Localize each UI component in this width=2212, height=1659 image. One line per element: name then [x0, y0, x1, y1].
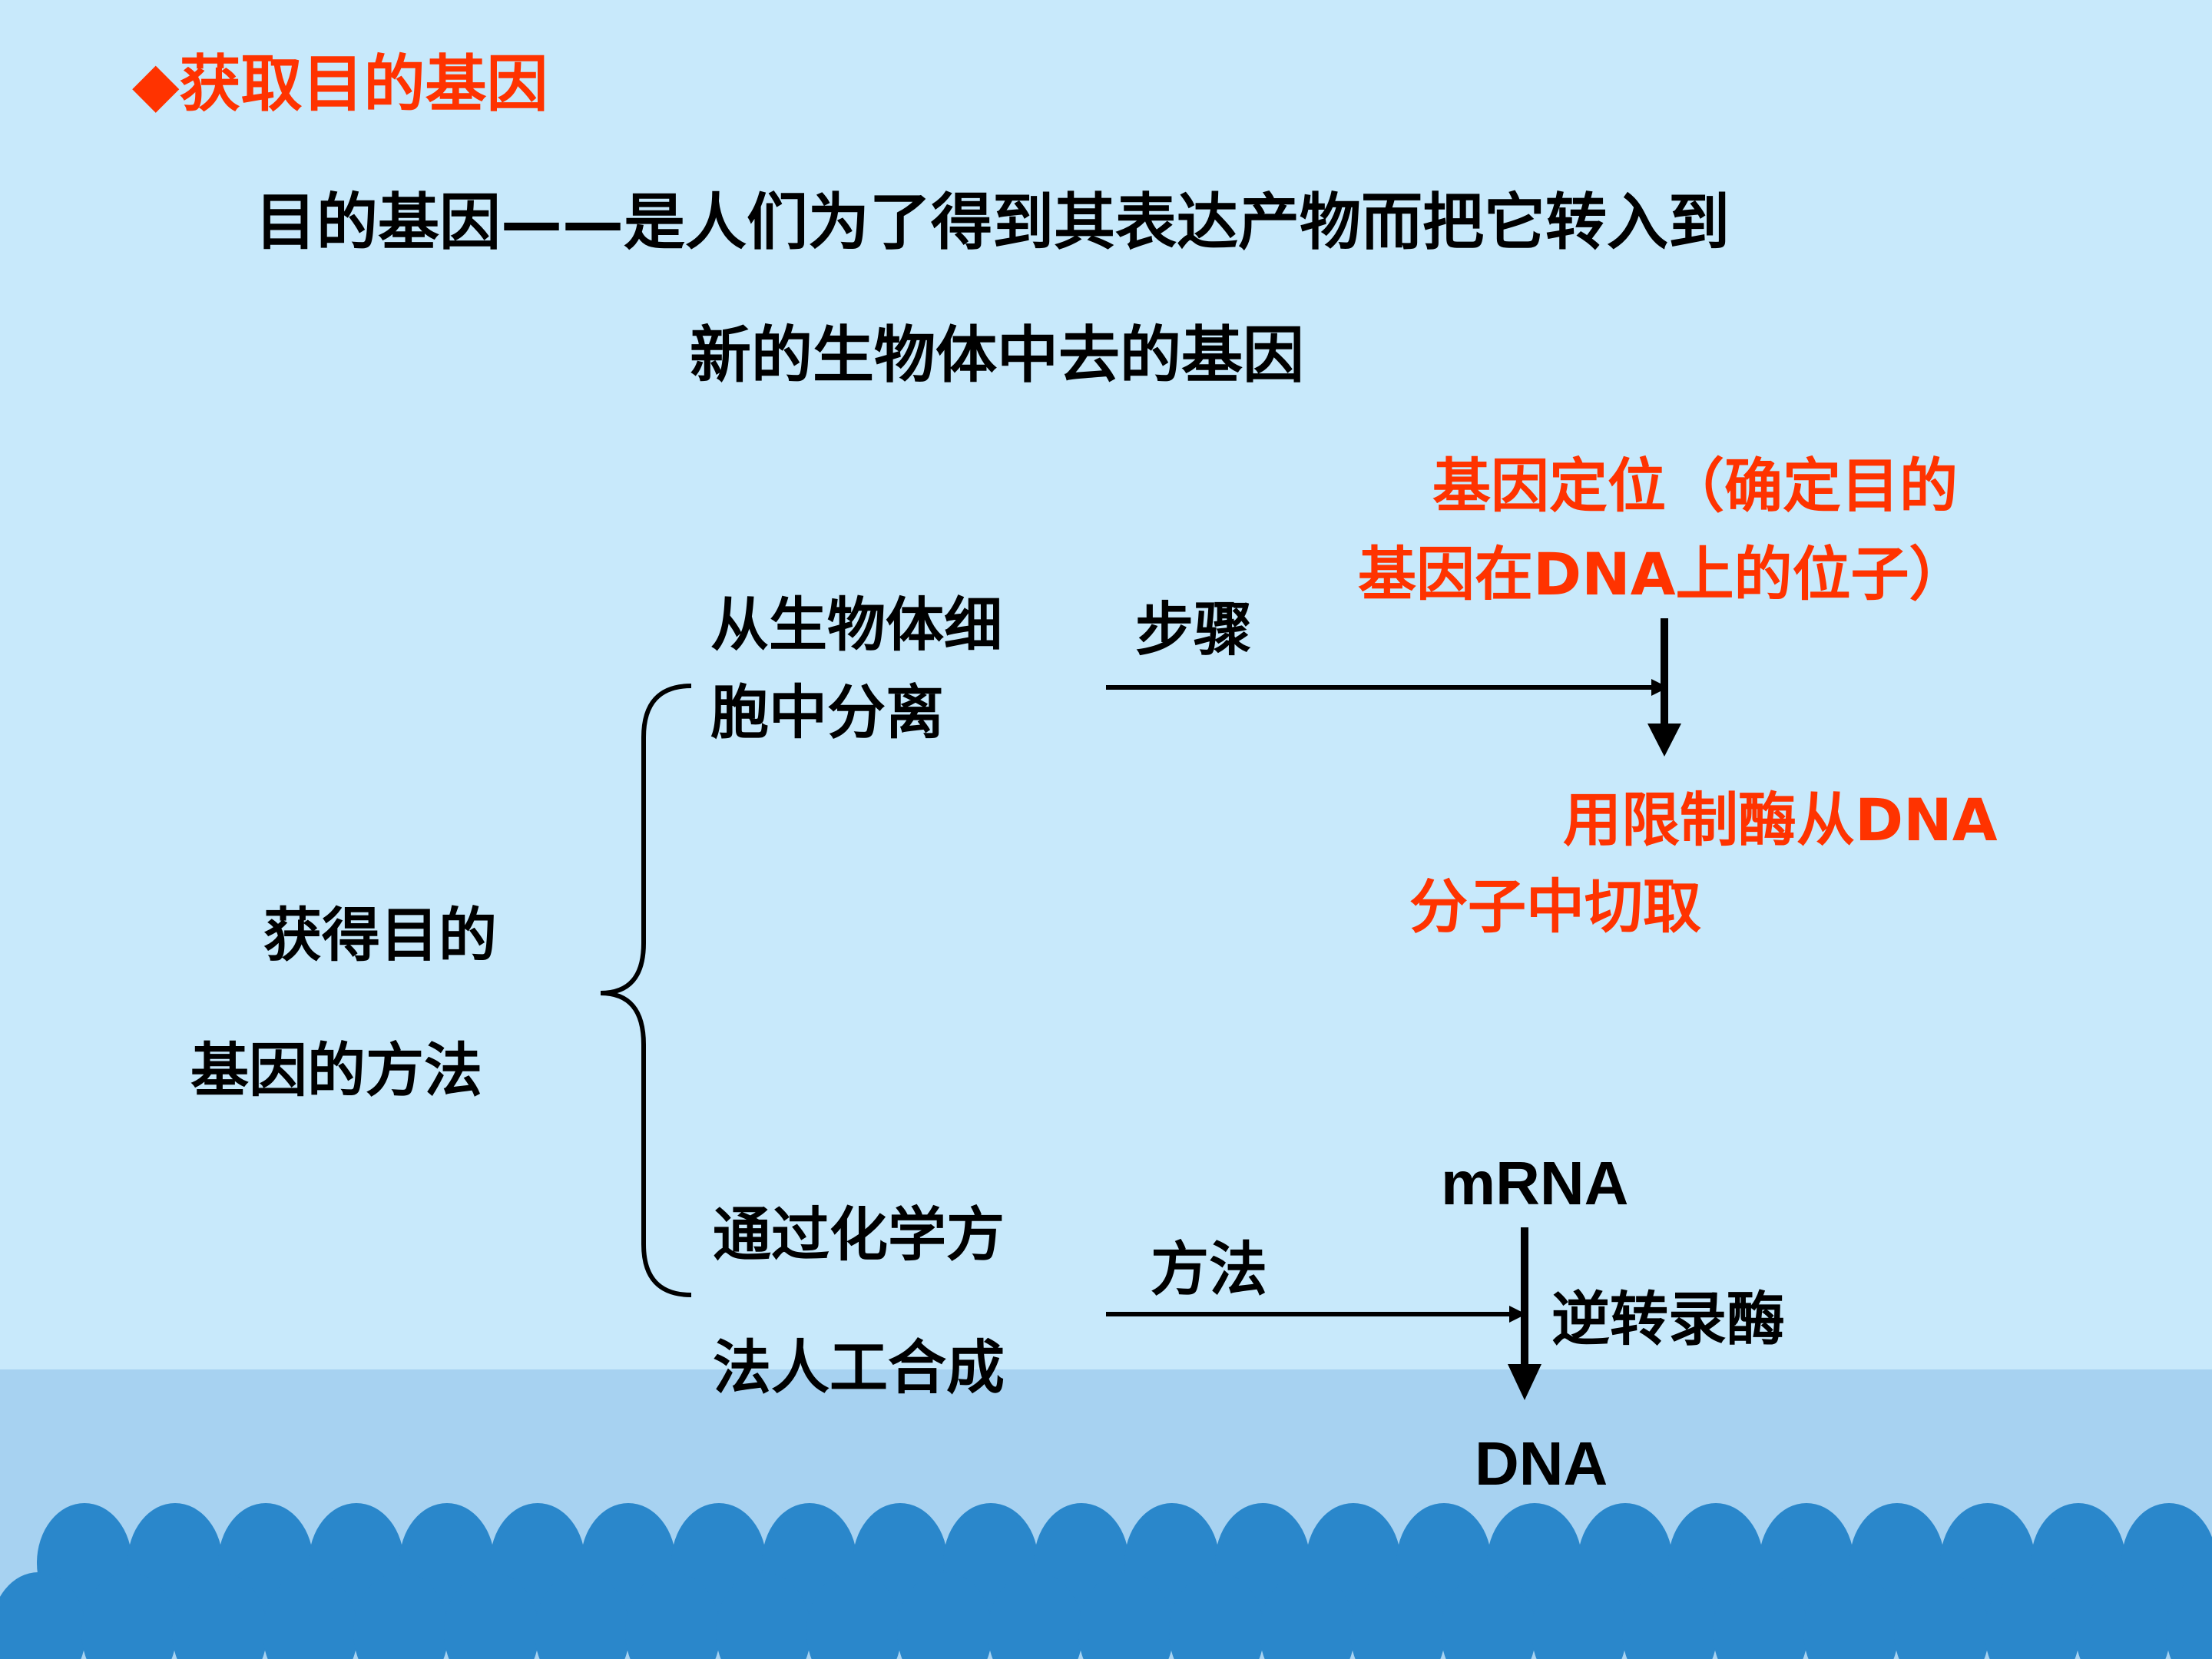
diamond-bullet-icon: ◆ — [132, 48, 180, 120]
wave-bump — [535, 1572, 630, 1659]
wave-bump — [806, 1572, 902, 1659]
wave-bump — [1078, 1572, 1174, 1659]
wave-bump — [1803, 1572, 1899, 1659]
wave-bump — [172, 1572, 267, 1659]
wave-bump — [81, 1572, 177, 1659]
wave-bump — [1894, 1572, 1989, 1659]
wave-bump — [1622, 1572, 1717, 1659]
branch2-arrow-head — [1509, 1306, 1526, 1323]
root-label-line-1: 获得目的 — [263, 901, 497, 969]
wave-bump — [897, 1572, 992, 1659]
wave-bump — [1260, 1572, 1355, 1659]
reverse-transcriptase-label: 逆转录酶 — [1551, 1285, 1785, 1353]
wave-bump — [1713, 1572, 1808, 1659]
section-heading: ◆获取目的基因 — [132, 46, 548, 123]
step1-text-line-2: 基因在DNA上的位子） — [1358, 540, 1968, 608]
wave-bump — [2075, 1572, 2171, 1659]
step1-text-line-1: 基因定位（确定目的 — [1432, 452, 1958, 520]
wave-bump — [625, 1572, 720, 1659]
branch1-label-line-1: 从生物体细 — [710, 591, 1002, 659]
step2-text-line-2: 分子中切取 — [1409, 873, 1701, 941]
dna-label: DNA — [1475, 1429, 1608, 1498]
section-title: 获取目的基因 — [179, 48, 548, 120]
branch1-arrow-head — [1651, 679, 1668, 696]
branch1-label-line-2: 胞中分离 — [710, 678, 944, 747]
step-down-arrow-head — [1647, 724, 1681, 757]
wave-bump — [1985, 1572, 2080, 1659]
wave-bump — [2166, 1572, 2212, 1659]
branch1-arrow-label: 步骤 — [1135, 595, 1252, 664]
mrna-dna-arrow-head — [1508, 1364, 1541, 1400]
wave-bump — [1441, 1572, 1536, 1659]
wave-bump — [1169, 1572, 1264, 1659]
step2-text-line-1: 用限制酶从DNA — [1563, 786, 1998, 854]
wave-bump — [444, 1572, 539, 1659]
wave-bump — [716, 1572, 811, 1659]
definition-line-2: 新的生物体中去的基因 — [690, 320, 1304, 391]
wave-bump — [263, 1572, 358, 1659]
branch2-arrow-label: 方法 — [1151, 1235, 1267, 1303]
mrna-label: mRNA — [1441, 1149, 1629, 1217]
branch2-label-line-2: 法人工合成 — [713, 1333, 1005, 1402]
wave-bump — [1350, 1572, 1445, 1659]
wave-bump — [1532, 1572, 1627, 1659]
wave-bump — [353, 1572, 449, 1659]
wave-bump — [988, 1572, 1083, 1659]
wave-bump — [0, 1572, 86, 1659]
branch2-label-line-1: 通过化学方 — [713, 1200, 1005, 1269]
definition-line-1: 目的基因——是人们为了得到其表达产物而把它转入到 — [255, 187, 1730, 258]
root-label-line-2: 基因的方法 — [190, 1036, 482, 1104]
curly-brace — [600, 684, 692, 1297]
